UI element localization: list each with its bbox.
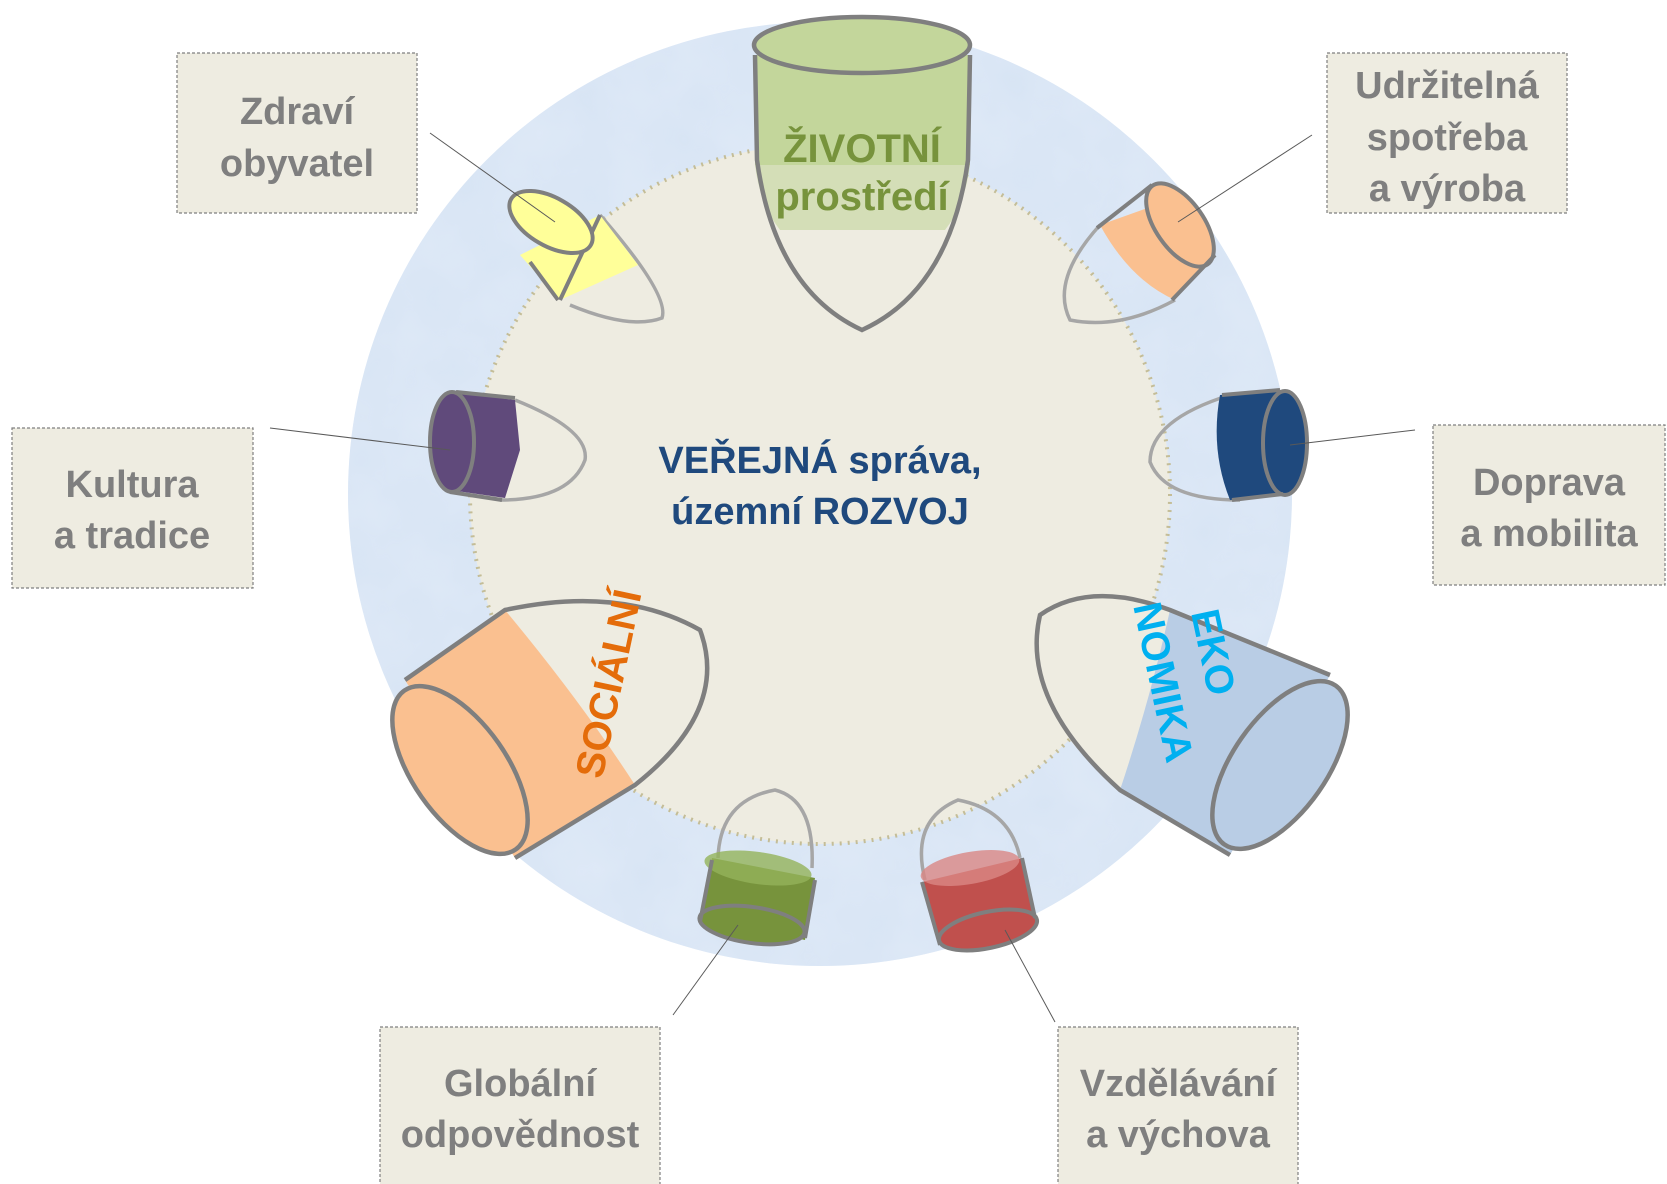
cup-vzdelavani xyxy=(919,798,1040,953)
label-box-globalni: Globální odpovědnost xyxy=(379,1026,661,1184)
label-box-doprava: Doprava a mobilita xyxy=(1432,424,1666,586)
cup-doprava xyxy=(1148,388,1309,502)
leader-globalni xyxy=(672,924,739,1016)
economy-pillar: EKO NOMIKA xyxy=(1034,594,1350,857)
label-kultura-line2: a tradice xyxy=(54,515,210,557)
cup-spotreba xyxy=(1062,181,1217,325)
label-spotreba-line1: Udržitelná xyxy=(1355,65,1540,107)
label-doprava-line2: a mobilita xyxy=(1460,513,1638,555)
environment-label-line1: ŽIVOTNÍ xyxy=(783,125,942,171)
cup-globalni xyxy=(697,788,817,947)
label-box-zdravi: Zdraví obyvatel xyxy=(176,52,418,214)
label-globalni-line1: Globální xyxy=(444,1063,597,1105)
label-box-spotreba: Udržitelná spotřeba a výroba xyxy=(1326,52,1568,214)
label-globalni-line2: odpovědnost xyxy=(401,1114,640,1156)
leader-spotreba xyxy=(1177,134,1313,223)
label-spotreba-line2: spotřeba xyxy=(1367,117,1528,159)
center-title-line1: VEŘEJNÁ správa, xyxy=(658,438,981,482)
label-kultura-line1: Kultura xyxy=(66,464,200,506)
environment-label-line2: prostředí xyxy=(775,175,950,219)
label-spotreba-line3: a výroba xyxy=(1369,168,1526,210)
leader-doprava xyxy=(1289,429,1416,446)
center-title-line2: územní ROZVOJ xyxy=(671,491,969,533)
label-box-kultura: Kultura a tradice xyxy=(11,427,254,589)
environment-pillar: ŽIVOTNÍ prostředí xyxy=(751,14,973,333)
leader-zdravi xyxy=(429,132,556,223)
label-zdravi-line1: Zdraví xyxy=(240,91,355,133)
social-pillar: SOCIÁLNÍ xyxy=(390,585,710,860)
cup-kultura xyxy=(428,390,587,502)
label-vzdelavani-line2: a výchova xyxy=(1086,1114,1271,1156)
label-doprava-line1: Doprava xyxy=(1473,462,1626,504)
label-zdravi-line2: obyvatel xyxy=(220,143,374,185)
leader-vzdelavani xyxy=(1004,929,1056,1023)
label-vzdelavani-line1: Vzdělávání xyxy=(1080,1063,1278,1105)
label-box-vzdelavani: Vzdělávání a výchova xyxy=(1057,1026,1299,1184)
leader-kultura xyxy=(269,427,451,451)
cup-zdravi xyxy=(507,189,665,324)
